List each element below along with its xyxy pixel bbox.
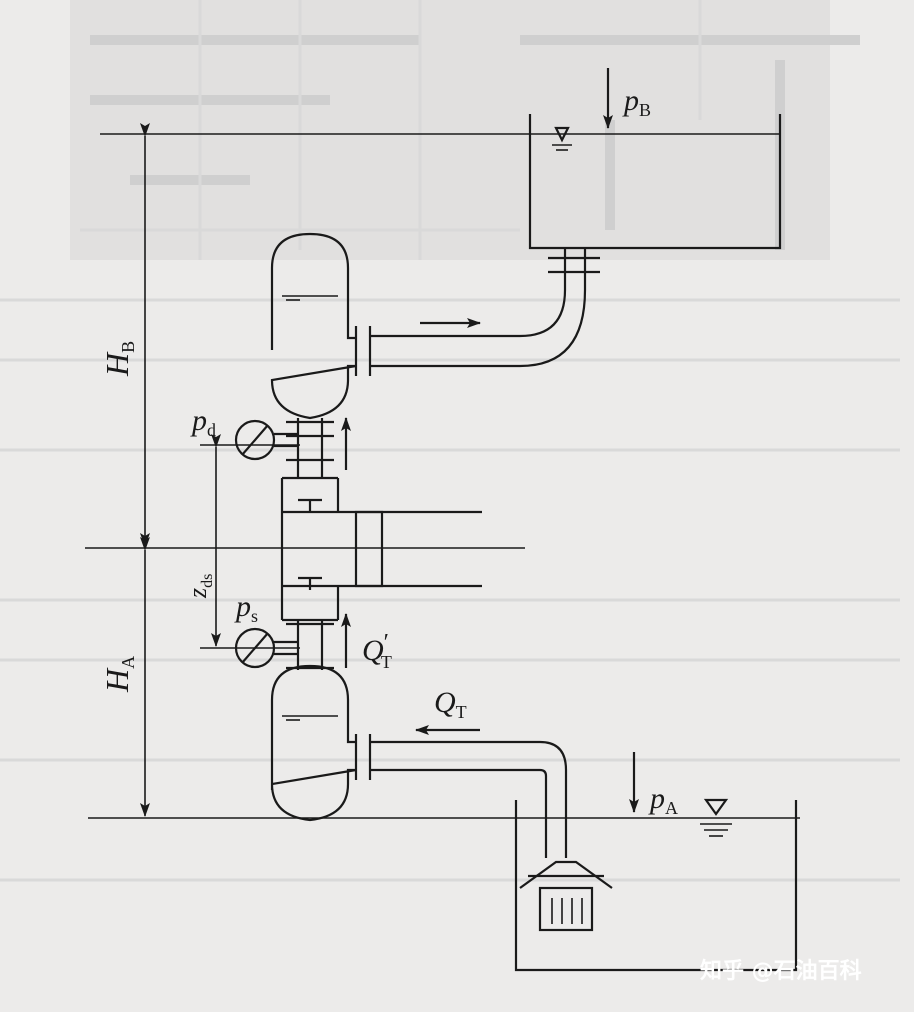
label-qt: QT — [434, 686, 467, 722]
discharge-pressure-gauge — [234, 419, 298, 461]
label-pa: pA — [648, 782, 678, 818]
lower-tank — [514, 752, 798, 972]
label-ha: HA — [99, 656, 138, 693]
label-qt-prime: Q′T — [362, 630, 392, 672]
discharge-valve — [298, 498, 322, 512]
upper-tank — [528, 68, 782, 250]
discharge-air-chamber — [270, 232, 357, 420]
discharge-pipe — [354, 248, 600, 376]
suction-valve — [298, 576, 322, 590]
suction-pressure-gauge — [234, 627, 298, 669]
suction-pipe — [354, 725, 568, 858]
background-ghost-image — [0, 0, 900, 882]
watermark: 知乎 @石油百科 — [700, 958, 862, 984]
label-zds: zds — [183, 574, 216, 599]
upper-water-level-symbol — [554, 126, 570, 143]
piston — [354, 510, 384, 588]
label-hb: HB — [99, 341, 138, 377]
label-ps: ps — [234, 590, 258, 626]
discharge-column — [286, 417, 351, 478]
pump-body — [280, 476, 482, 622]
suction-air-chamber — [270, 664, 357, 822]
strainer — [538, 886, 594, 932]
label-pd: pd — [190, 404, 216, 440]
lower-water-level-symbol — [703, 798, 729, 816]
label-pb: pB — [622, 84, 651, 120]
